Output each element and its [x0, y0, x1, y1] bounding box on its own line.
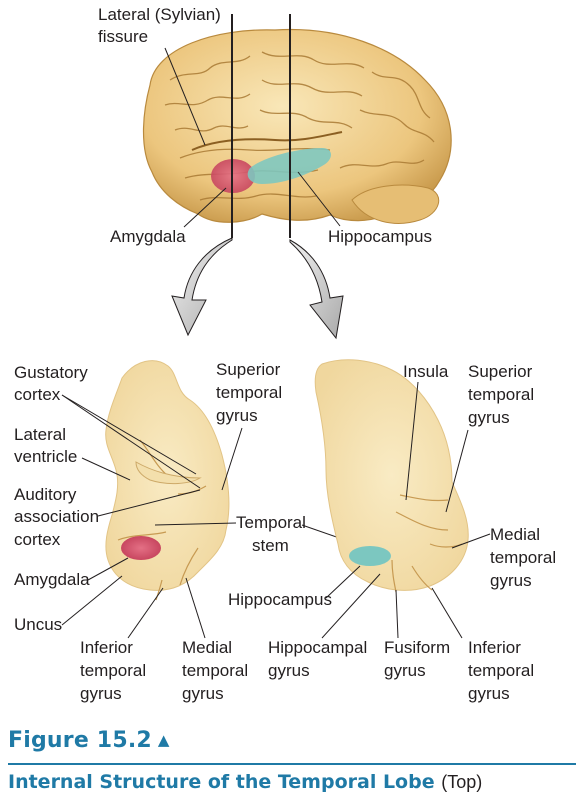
- right-sup-temporal-2: temporal: [468, 385, 534, 404]
- left-ventricle: [135, 461, 202, 485]
- leader-right-inf-temporal: [431, 587, 463, 639]
- right-hippocampus: Hippocampus: [228, 590, 332, 609]
- right-hippocampal-gyrus-1: Hippocampal: [268, 638, 367, 657]
- leader-amygdala-top: [183, 187, 227, 228]
- left-gustatory-2: cortex: [14, 385, 61, 404]
- left-medial-temporal-3: gyrus: [182, 684, 224, 703]
- right-hippocampus-shape: [349, 546, 391, 566]
- right-hippocampal-gyrus-2: gyrus: [268, 661, 310, 680]
- figure-number: Figure 15.2 ▲: [8, 728, 170, 753]
- left-sup-temporal-2: temporal: [216, 383, 282, 402]
- leader-temporal-stem-a: [154, 522, 237, 526]
- lateral-fissure-line: [191, 131, 343, 151]
- left-uncus: Uncus: [14, 615, 62, 634]
- leader-lat-ventricle: [81, 457, 131, 481]
- figure-title-text: Internal Structure of the Temporal Lobe: [8, 771, 435, 793]
- leader-gustatory-a: [61, 394, 201, 489]
- label-lateral-fissure-2: fissure: [98, 27, 148, 46]
- leader-left-medial-temporal: [185, 577, 206, 639]
- leader-lateral-fissure: [164, 47, 206, 146]
- left-temporal-stem-2: stem: [252, 536, 289, 555]
- left-amygdala: Amygdala: [14, 570, 90, 589]
- right-sup-temporal-1: Superior: [468, 362, 533, 381]
- left-inf-temporal-2: temporal: [80, 661, 146, 680]
- right-medial-temporal-2: temporal: [490, 548, 556, 567]
- leader-right-medial-temporal: [451, 533, 491, 549]
- figure-number-text: Figure 15.2: [8, 728, 152, 753]
- right-fusiform-2: gyrus: [384, 661, 426, 680]
- triangle-icon: ▲: [157, 731, 170, 749]
- right-sup-temporal-3: gyrus: [468, 408, 510, 427]
- right-inf-temporal-3: gyrus: [468, 684, 510, 703]
- arrow-left: [171, 237, 233, 337]
- right-medial-temporal-1: Medial: [490, 525, 540, 544]
- right-insula: Insula: [403, 362, 449, 381]
- figure-view: (Top): [441, 772, 483, 792]
- left-auditory-1: Auditory: [14, 485, 77, 504]
- left-lat-ventricle-2: ventricle: [14, 447, 77, 466]
- brain-lateral-view: [142, 28, 452, 224]
- leader-left-amygdala: [87, 557, 129, 581]
- leader-gustatory-b: [61, 394, 197, 475]
- left-medial-temporal-1: Medial: [182, 638, 232, 657]
- left-temporal-stem-1: Temporal: [236, 513, 306, 532]
- right-section: [314, 359, 469, 593]
- temporal-lobe-diagram: Lateral (Sylvian) fissure Amygdala Hippo…: [14, 5, 556, 703]
- leader-insula: [405, 381, 419, 501]
- leader-right-hippocampus: [325, 565, 361, 599]
- left-medial-temporal-2: temporal: [182, 661, 248, 680]
- left-sup-temporal-1: Superior: [216, 360, 281, 379]
- right-inf-temporal-1: Inferior: [468, 638, 521, 657]
- left-inf-temporal-1: Inferior: [80, 638, 133, 657]
- figure-title: Internal Structure of the Temporal Lobe …: [8, 771, 482, 793]
- left-gustatory-1: Gustatory: [14, 363, 88, 382]
- right-inf-temporal-2: temporal: [468, 661, 534, 680]
- leader-right-hippocampal-gyrus: [321, 573, 381, 639]
- brain-cerebellum: [351, 184, 440, 224]
- leader-left-inf-temporal: [127, 587, 164, 639]
- label-lateral-fissure-1: Lateral (Sylvian): [98, 5, 221, 24]
- leader-auditory: [97, 489, 201, 517]
- label-hippocampus-top: Hippocampus: [328, 227, 432, 246]
- left-inf-temporal-3: gyrus: [80, 684, 122, 703]
- right-fusiform-1: Fusiform: [384, 638, 450, 657]
- right-medial-temporal-3: gyrus: [490, 571, 532, 590]
- left-amygdala-shape: [121, 536, 161, 560]
- left-auditory-2: association: [14, 507, 99, 526]
- leader-uncus: [61, 575, 123, 626]
- left-section: [105, 360, 230, 601]
- leader-right-fusiform: [395, 589, 399, 639]
- label-amygdala-top: Amygdala: [110, 227, 186, 246]
- leader-left-sup-temporal: [221, 427, 243, 491]
- left-auditory-3: cortex: [14, 530, 61, 549]
- leader-right-sup-temporal: [445, 429, 469, 513]
- caption-divider: [8, 763, 576, 765]
- leader-hippocampus-top: [297, 171, 341, 227]
- left-sup-temporal-3: gyrus: [216, 406, 258, 425]
- right-section-tissue: [314, 359, 469, 591]
- arrow-right: [289, 239, 344, 340]
- left-lat-ventricle-1: Lateral: [14, 425, 66, 444]
